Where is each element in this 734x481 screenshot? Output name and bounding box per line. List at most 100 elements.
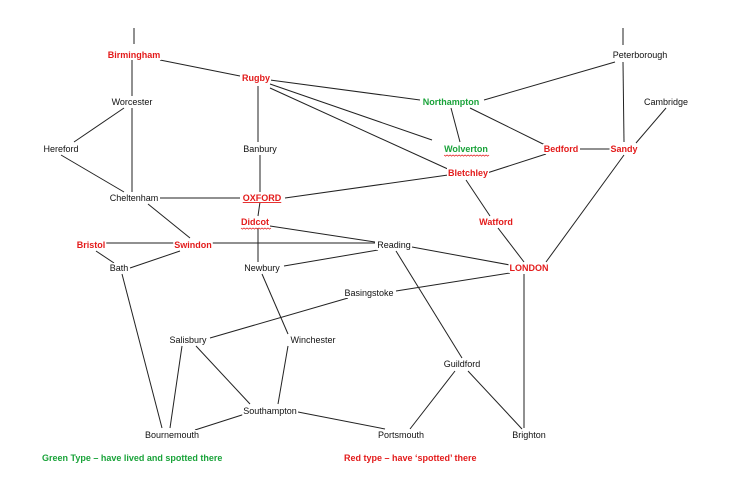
station-oxford: OXFORD <box>243 193 282 203</box>
edge-portsmouth-guildford <box>409 370 456 430</box>
station-hereford: Hereford <box>43 144 78 154</box>
station-bg-bristol <box>75 240 107 250</box>
station-bath: Bath <box>110 263 129 273</box>
edge-peterborough-sandy <box>622 61 625 143</box>
station-bg-brighton <box>511 430 547 440</box>
edge-cheltenham-swindon <box>147 203 191 239</box>
station-bg-bath <box>108 263 130 273</box>
edge-newbury-reading <box>283 249 379 267</box>
edge-oxford-didcot <box>257 201 261 217</box>
station-bedford: Bedford <box>544 144 579 154</box>
station-bg-birmingham <box>106 50 162 60</box>
edge-london-basingstoke <box>395 272 511 292</box>
edge-salisbury-bournemouth <box>169 345 183 429</box>
edge-rugby-northampton <box>269 79 421 101</box>
station-northampton: Northampton <box>423 97 480 107</box>
station-peterborough: Peterborough <box>613 50 668 60</box>
edge-hereford-cheltenham <box>60 154 125 193</box>
edge-oxford-bletchley <box>284 174 449 199</box>
legend-red-text: Red type – have ‘spotted’ there <box>344 453 477 463</box>
spellcheck-squiggle-didcot <box>240 227 272 230</box>
station-bg-bletchley <box>446 168 490 178</box>
station-portsmouth: Portsmouth <box>378 430 424 440</box>
station-brighton: Brighton <box>512 430 546 440</box>
station-didcot: Didcot <box>241 217 269 227</box>
station-reading: Reading <box>377 240 411 250</box>
station-watford: Watford <box>479 217 513 227</box>
station-winchester: Winchester <box>290 335 335 345</box>
station-bg-oxford <box>241 193 283 203</box>
station-bg-rugby <box>241 73 271 83</box>
station-bg-guildford <box>442 359 482 369</box>
edge-swindon-bath <box>129 250 181 269</box>
station-newbury: Newbury <box>244 263 280 273</box>
station-bristol: Bristol <box>77 240 106 250</box>
edge-northampton-wolverton <box>450 107 461 143</box>
station-bg-didcot <box>240 217 271 227</box>
edge-bletchley-watford <box>465 179 491 217</box>
station-sandy: Sandy <box>610 144 637 154</box>
station-bg-peterborough <box>611 50 669 60</box>
edge-rugby-wolverton <box>269 83 433 141</box>
edge-northampton-bedford <box>469 107 546 146</box>
station-bg-cambridge <box>642 97 690 107</box>
station-cambridge: Cambridge <box>644 97 688 107</box>
station-wolverton: Wolverton <box>444 144 488 154</box>
edge-basingstoke-salisbury <box>209 297 349 339</box>
edge-salisbury-southampton <box>195 345 251 405</box>
connections <box>60 28 667 431</box>
station-bg-newbury <box>243 263 282 273</box>
station-bg-northampton <box>421 97 481 107</box>
station-bg-sandy <box>609 144 639 154</box>
station-bg-portsmouth <box>376 430 426 440</box>
station-bg-wolverton <box>443 144 489 154</box>
station-bg-reading <box>376 240 412 250</box>
edge-worcester-hereford <box>73 107 125 143</box>
station-bg-swindon <box>173 240 213 250</box>
edge-southampton-portsmouth <box>297 411 386 430</box>
edge-bournemouth-southampton <box>194 413 246 431</box>
edge-rugby-bletchley <box>269 87 451 171</box>
station-worcester: Worcester <box>112 97 153 107</box>
station-bg-watford <box>478 217 514 227</box>
edge-bristol-bath <box>95 250 115 264</box>
station-rugby: Rugby <box>242 73 270 83</box>
edge-bedford-bletchley <box>486 153 547 174</box>
edge-reading-guildford <box>395 250 463 359</box>
station-salisbury: Salisbury <box>169 335 207 345</box>
edge-cambridge-sandy <box>635 107 667 144</box>
station-bg-cheltenham <box>108 193 160 203</box>
station-bournemouth: Bournemouth <box>145 430 199 440</box>
edge-didcot-reading <box>269 225 376 243</box>
station-cheltenham: Cheltenham <box>110 193 159 203</box>
station-bletchley: Bletchley <box>448 168 488 178</box>
station-banbury: Banbury <box>243 144 277 154</box>
station-bg-banbury <box>242 144 279 154</box>
legend-green-text: Green Type – have lived and spotted ther… <box>42 453 222 463</box>
station-bg-salisbury <box>168 335 209 345</box>
station-bg-southampton <box>242 406 298 416</box>
station-bg-london <box>508 263 550 273</box>
edge-peterborough-northampton <box>483 61 616 101</box>
station-guildford: Guildford <box>444 359 481 369</box>
edge-newbury-winchester <box>261 273 289 335</box>
station-bg-winchester <box>289 335 337 345</box>
edge-guildford-brighton <box>467 370 523 430</box>
station-london: LONDON <box>510 263 549 273</box>
edge-reading-london <box>411 246 511 266</box>
edge-birmingham-rugby <box>159 59 241 77</box>
station-bg-hereford <box>42 144 80 154</box>
edge-winchester-southampton <box>277 345 289 405</box>
spellcheck-squiggle-wolverton <box>443 154 490 157</box>
edge-bath-bournemouth <box>121 273 163 429</box>
station-birmingham: Birmingham <box>108 50 161 60</box>
station-basingstoke: Basingstoke <box>344 288 393 298</box>
station-bg-bedford <box>542 144 580 154</box>
station-bg-bournemouth <box>143 430 201 440</box>
station-southampton: Southampton <box>243 406 297 416</box>
edge-sandy-london <box>545 154 625 263</box>
station-swindon: Swindon <box>174 240 212 250</box>
edge-watford-london <box>497 227 525 263</box>
